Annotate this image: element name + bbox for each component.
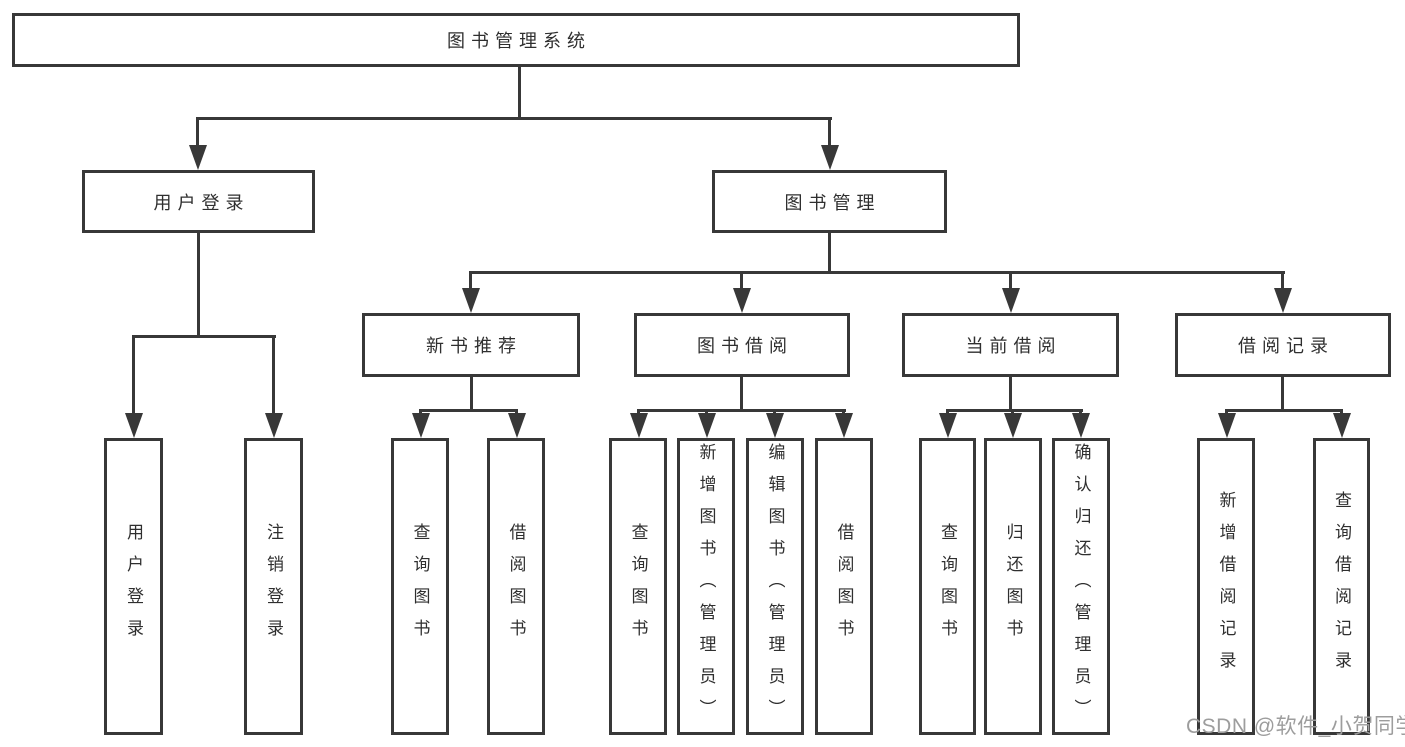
leaf-label: 查询图书 bbox=[938, 522, 957, 651]
arrow-head-down bbox=[264, 413, 283, 438]
arrow-head-down bbox=[461, 288, 480, 313]
leaf-return-books: 归还图书 bbox=[984, 438, 1042, 735]
arrow-head-down bbox=[820, 145, 839, 170]
connector-line bbox=[196, 117, 199, 148]
arrow-head-down bbox=[411, 413, 430, 438]
arrow-head-down bbox=[1071, 413, 1090, 438]
leaf-confirm-return-admin: 确认归还（管理员） bbox=[1052, 438, 1110, 735]
node-borrowing-records: 借阅记录 bbox=[1175, 313, 1391, 377]
leaf-label: 确认归还（管理员） bbox=[1071, 442, 1091, 731]
leaf-label: 归还图书 bbox=[1003, 522, 1023, 651]
leaf-label: 查询图书 bbox=[628, 522, 648, 651]
connector-line bbox=[196, 117, 832, 120]
arrow-head-down bbox=[938, 413, 957, 438]
arrow-head-down bbox=[1217, 413, 1236, 438]
node-current-borrowing: 当前借阅 bbox=[902, 313, 1119, 377]
leaf-add-borrow-record: 新增借阅记录 bbox=[1197, 438, 1255, 735]
connector-line bbox=[272, 335, 275, 415]
node-book-borrowing: 图书借阅 bbox=[634, 313, 850, 377]
leaf-query-books-recommend: 查询图书 bbox=[391, 438, 449, 735]
connector-line bbox=[828, 117, 831, 148]
node-label: 当前借阅 bbox=[965, 336, 1062, 356]
arrow-head-down bbox=[124, 413, 143, 438]
arrow-head-down bbox=[834, 413, 853, 438]
node-library-management-system: 图书管理系统 bbox=[12, 13, 1020, 67]
connector-line bbox=[469, 271, 1285, 274]
arrow-head-down bbox=[629, 413, 648, 438]
leaf-query-borrow-record: 查询借阅记录 bbox=[1313, 438, 1370, 735]
node-user-login: 用户登录 bbox=[82, 170, 315, 233]
leaf-edit-books-admin: 编辑图书（管理员） bbox=[746, 438, 804, 735]
arrow-head-down bbox=[697, 413, 716, 438]
node-label: 用户登录 bbox=[153, 192, 250, 213]
node-new-book-recommendation: 新书推荐 bbox=[362, 313, 580, 377]
arrow-head-down bbox=[1001, 288, 1020, 313]
leaf-query-books-current: 查询图书 bbox=[919, 438, 976, 735]
connector-line bbox=[946, 409, 1083, 412]
connector-line bbox=[197, 233, 200, 337]
leaf-label: 查询图书 bbox=[410, 522, 430, 651]
connector-line bbox=[518, 67, 521, 120]
arrow-head-down bbox=[1003, 413, 1022, 438]
connector-line bbox=[1281, 271, 1284, 290]
leaf-borrow-books: 借阅图书 bbox=[815, 438, 873, 735]
leaf-add-books-admin: 新增图书（管理员） bbox=[677, 438, 735, 735]
connector-line bbox=[1225, 409, 1343, 412]
connector-line bbox=[132, 335, 135, 415]
leaf-query-books-borrow: 查询图书 bbox=[609, 438, 667, 735]
leaf-label: 用户登录 bbox=[124, 522, 143, 651]
arrow-head-down bbox=[188, 145, 207, 170]
connector-line bbox=[740, 377, 743, 411]
connector-line bbox=[470, 377, 473, 411]
leaf-label: 编辑图书（管理员） bbox=[765, 442, 785, 731]
arrow-head-down bbox=[765, 413, 784, 438]
node-label: 图书借阅 bbox=[697, 336, 793, 356]
leaf-label: 查询借阅记录 bbox=[1332, 490, 1351, 683]
connector-line bbox=[419, 409, 518, 412]
node-label: 图书管理系统 bbox=[447, 31, 591, 51]
connector-line bbox=[132, 335, 276, 338]
node-label: 图书管理 bbox=[784, 192, 881, 213]
leaf-borrow-books-recommend: 借阅图书 bbox=[487, 438, 545, 735]
arrow-head-down bbox=[1332, 413, 1351, 438]
connector-line bbox=[1281, 377, 1284, 411]
arrow-head-down bbox=[732, 288, 751, 313]
connector-line bbox=[1009, 271, 1012, 290]
node-label: 借阅记录 bbox=[1238, 336, 1334, 356]
arrow-head-down bbox=[507, 413, 526, 438]
connector-line bbox=[637, 409, 846, 412]
csdn-watermark: CSDN @软件_小贺同学 bbox=[1186, 715, 1405, 738]
node-book-management: 图书管理 bbox=[712, 170, 947, 233]
leaf-label: 注销登录 bbox=[264, 522, 283, 651]
leaf-logout-login: 注销登录 bbox=[244, 438, 303, 735]
leaf-label: 借阅图书 bbox=[834, 522, 854, 651]
leaf-label: 借阅图书 bbox=[506, 522, 526, 651]
connector-line bbox=[1009, 377, 1012, 411]
connector-line bbox=[469, 271, 472, 290]
connector-line bbox=[740, 271, 743, 290]
leaf-label: 新增图书（管理员） bbox=[696, 442, 716, 731]
leaf-label: 新增借阅记录 bbox=[1216, 490, 1236, 683]
node-label: 新书推荐 bbox=[426, 336, 522, 356]
leaf-user-login: 用户登录 bbox=[104, 438, 163, 735]
arrow-head-down bbox=[1273, 288, 1292, 313]
connector-line bbox=[828, 233, 831, 273]
